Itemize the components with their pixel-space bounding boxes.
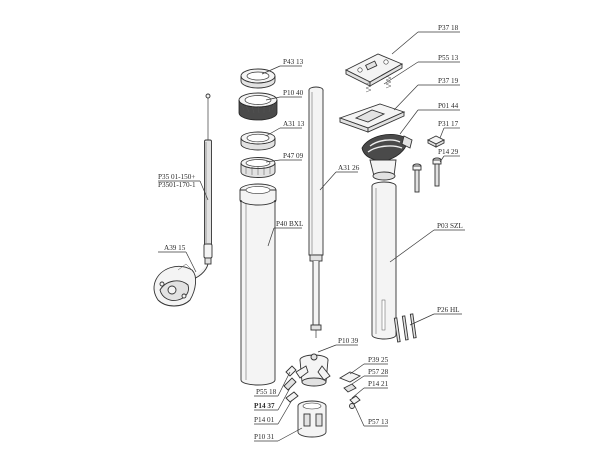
label-p37-18: P37 18 [438, 24, 459, 32]
label-a39-15: A39 15 [164, 244, 186, 252]
small-parts-right [338, 371, 362, 409]
label-p3501-170: P3501-170-1 [158, 181, 196, 189]
saddle-clamp-p01-44 [361, 134, 413, 181]
stanchion-p03-szl [371, 181, 397, 340]
ring-a31-13 [240, 131, 276, 151]
label-p26-hl: P26 HL [437, 306, 460, 314]
bushing-p47 [240, 157, 276, 178]
springs-p55-13 [365, 75, 392, 93]
small-parts-left [283, 365, 299, 403]
pins-p26-hl [393, 313, 417, 343]
label-p37-19: P37 19 [438, 77, 459, 85]
label-p47-09: P47 09 [283, 152, 304, 160]
remote-lever [153, 263, 197, 307]
label-p43-13: P43 13 [283, 58, 304, 66]
label-p40-bxl: P40 BXL [276, 220, 303, 228]
actuator-p10-39 [295, 353, 331, 387]
label-p10-31: P10 31 [254, 433, 275, 441]
label-p14-01: P14 01 [254, 416, 275, 424]
bolts-p14-29 [412, 157, 442, 193]
cartridge-a31-26 [308, 86, 324, 338]
label-p10-40: P10 40 [283, 89, 304, 97]
label-p39-25: P39 25 [368, 356, 389, 364]
label-p03-szl: P03 SZL [437, 222, 463, 230]
cradle-p37-19 [338, 103, 406, 133]
label-p35-01-150: P35 01-150+ [158, 173, 195, 181]
leader-lines [158, 31, 465, 442]
label-a31-26: A31 26 [338, 164, 360, 172]
seal-p10-40 [238, 92, 278, 121]
label-p57-28: P57 28 [368, 368, 389, 376]
label-p55-18: P55 18 [256, 388, 277, 396]
clamp-plate-p37-18 [344, 53, 404, 87]
ring-p43 [240, 68, 276, 89]
label-p01-44: P01 44 [438, 102, 459, 110]
label-p14-29: P14 29 [438, 148, 459, 156]
nut-p31-17 [426, 135, 446, 148]
label-p14-37: P14 37 [254, 402, 275, 410]
housing-p10-31 [297, 400, 327, 438]
label-p31-17: P31 17 [438, 120, 459, 128]
label-a31-13: A31 13 [283, 120, 305, 128]
label-p57-13: P57 13 [368, 418, 389, 426]
outer-tube-p40 [239, 183, 277, 386]
label-p14-21: P14 21 [368, 380, 389, 388]
label-p10-39: P10 39 [338, 337, 359, 345]
label-p55-13: P55 13 [438, 54, 459, 62]
